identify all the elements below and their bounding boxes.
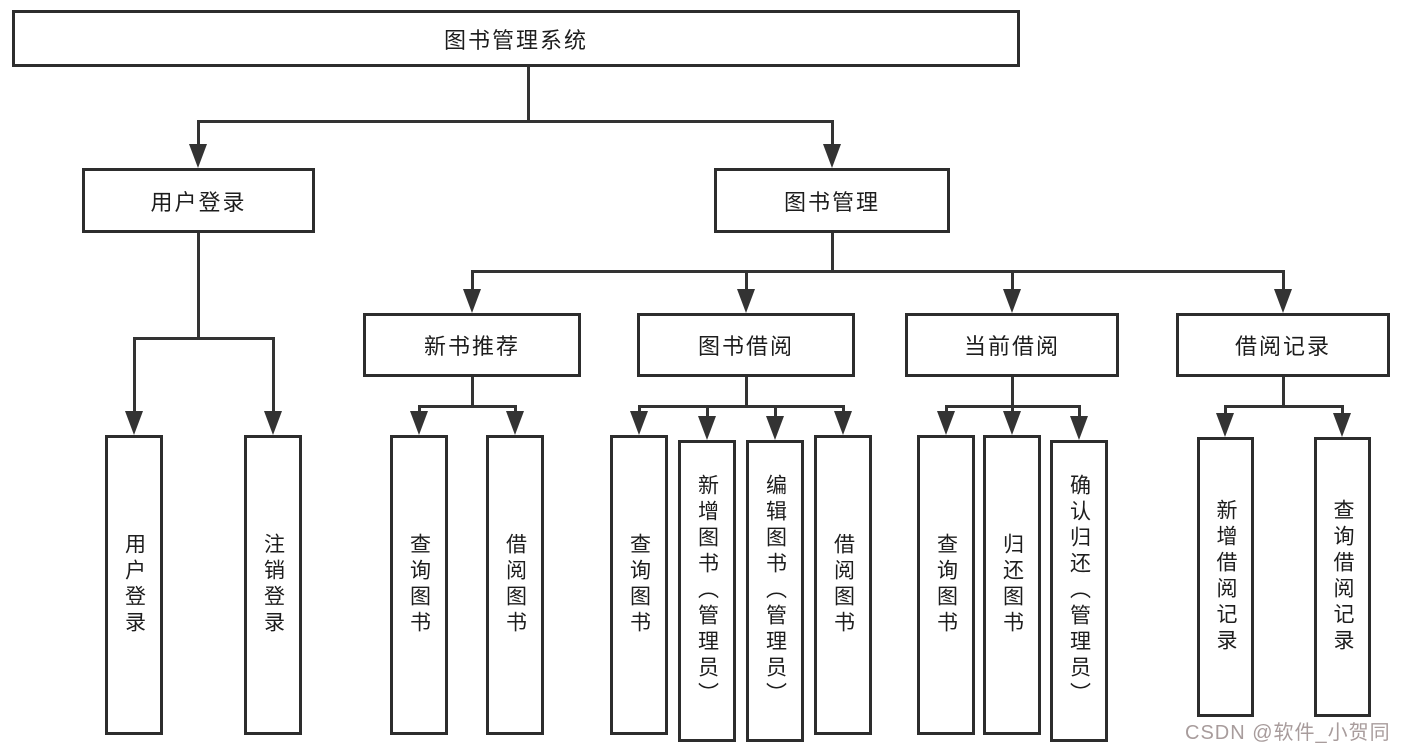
arrow-head-icon	[766, 416, 784, 440]
leaf-newbook-query-books: 查询图书	[390, 435, 448, 735]
arrow-head-icon	[264, 411, 282, 435]
leaf-label: 编辑图书（管理员）	[763, 474, 787, 708]
connector-vline	[842, 405, 845, 413]
leaf-newbook-borrow-books: 借阅图书	[486, 435, 544, 735]
node-book-management: 图书管理	[714, 168, 950, 233]
leaf-logout: 注销登录	[244, 435, 302, 735]
arrow-head-icon	[1070, 416, 1088, 440]
node-root: 图书管理系统	[12, 10, 1020, 67]
arrow-head-icon	[1003, 411, 1021, 435]
node-label: 图书管理	[783, 189, 880, 215]
connector-vline	[745, 377, 748, 408]
leaf-label: 归还图书	[1000, 533, 1024, 637]
leaf-label: 注销登录	[261, 533, 285, 637]
node-label: 图书管理系统	[443, 27, 588, 53]
leaf-label: 确认归还（管理员）	[1067, 474, 1091, 708]
leaf-label: 新增借阅记录	[1214, 499, 1237, 655]
csdn-watermark: CSDN @软件_小贺同学	[1185, 722, 1391, 744]
leaf-borrow-borrow-books: 借阅图书	[814, 435, 872, 735]
connector-vline	[945, 405, 948, 413]
connector-vline	[197, 120, 200, 146]
arrow-head-icon	[698, 416, 716, 440]
leaf-label: 查询图书	[934, 533, 958, 637]
arrow-head-icon	[125, 411, 143, 435]
connector-vline	[1224, 405, 1227, 415]
leaf-current-query-books: 查询图书	[917, 435, 975, 735]
arrow-head-icon	[737, 289, 755, 313]
connector-vline	[1341, 405, 1344, 415]
arrow-head-icon	[1274, 289, 1292, 313]
leaf-label: 查询借阅记录	[1331, 499, 1354, 655]
arrow-head-icon	[1216, 413, 1234, 437]
leaf-label: 查询图书	[407, 533, 431, 637]
connector-vline	[831, 233, 834, 273]
arrow-head-icon	[463, 289, 481, 313]
leaf-current-confirm-return-admin: 确认归还（管理员）	[1050, 440, 1108, 742]
connector-hline	[133, 337, 275, 340]
arrow-head-icon	[834, 411, 852, 435]
node-book-borrow: 图书借阅	[637, 313, 855, 377]
arrow-head-icon	[506, 411, 524, 435]
connector-vline	[527, 67, 530, 121]
arrow-head-icon	[410, 411, 428, 435]
leaf-label: 用户登录	[122, 533, 146, 637]
node-label: 图书借阅	[697, 334, 794, 359]
connector-vline	[831, 120, 834, 146]
leaf-label: 查询图书	[627, 533, 651, 637]
connector-hline	[1224, 405, 1344, 408]
node-new-book-recommend: 新书推荐	[363, 313, 581, 377]
node-label: 新书推荐	[423, 334, 520, 359]
connector-hline	[197, 120, 834, 123]
node-borrow-records: 借阅记录	[1176, 313, 1390, 377]
node-label: 用户登录	[150, 189, 247, 215]
connector-vline	[471, 270, 474, 291]
connector-hline	[418, 405, 517, 408]
arrow-head-icon	[823, 144, 841, 168]
arrow-head-icon	[1333, 413, 1351, 437]
node-label: 当前借阅	[963, 334, 1060, 359]
node-current-borrow: 当前借阅	[905, 313, 1119, 377]
connector-vline	[197, 233, 200, 338]
arrow-head-icon	[630, 411, 648, 435]
connector-vline	[418, 405, 421, 413]
node-user-login: 用户登录	[82, 168, 315, 233]
connector-vline	[133, 337, 136, 413]
node-label: 借阅记录	[1234, 334, 1331, 359]
leaf-user-login: 用户登录	[105, 435, 163, 735]
arrow-head-icon	[937, 411, 955, 435]
connector-vline	[1282, 377, 1285, 408]
connector-vline	[706, 405, 709, 418]
connector-hline	[638, 405, 845, 408]
leaf-borrow-add-books-admin: 新增图书（管理员）	[678, 440, 736, 742]
arrow-head-icon	[189, 144, 207, 168]
connector-vline	[272, 337, 275, 413]
leaf-borrow-edit-books-admin: 编辑图书（管理员）	[746, 440, 804, 742]
connector-vline	[514, 405, 517, 413]
connector-hline	[471, 270, 1285, 273]
leaf-borrow-query-books: 查询图书	[610, 435, 668, 735]
leaf-records-query-record: 查询借阅记录	[1314, 437, 1371, 717]
connector-vline	[1011, 270, 1014, 291]
arrow-head-icon	[1003, 289, 1021, 313]
leaf-current-return-books: 归还图书	[983, 435, 1041, 735]
leaf-label: 借阅图书	[831, 533, 855, 637]
connector-vline	[638, 405, 641, 413]
leaf-records-add-record: 新增借阅记录	[1197, 437, 1254, 717]
connector-vline	[1011, 405, 1014, 413]
connector-vline	[1011, 377, 1014, 408]
connector-vline	[774, 405, 777, 418]
leaf-label: 借阅图书	[503, 533, 527, 637]
connector-vline	[745, 270, 748, 291]
leaf-label: 新增图书（管理员）	[695, 474, 719, 708]
connector-vline	[1078, 405, 1081, 418]
connector-vline	[471, 377, 474, 408]
connector-vline	[1282, 270, 1285, 291]
